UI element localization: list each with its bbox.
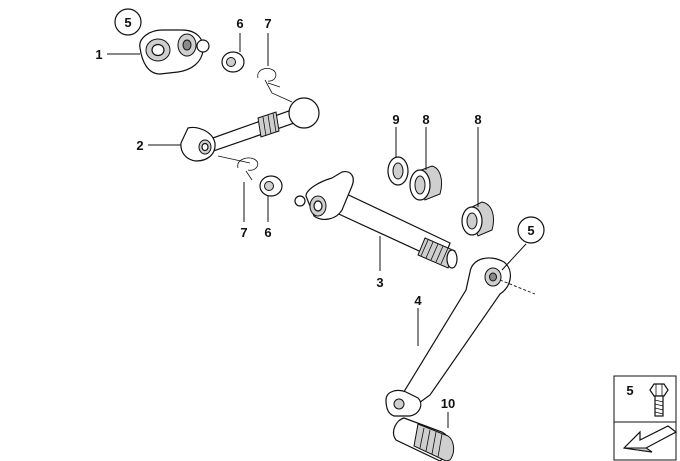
callout-6-top: 6 bbox=[236, 16, 243, 31]
callout-4: 4 bbox=[414, 293, 422, 308]
callout-5-right: 5 bbox=[527, 223, 534, 238]
ball-joint-upper bbox=[139, 29, 210, 75]
callout-3: 3 bbox=[376, 275, 383, 290]
shift-shaft bbox=[294, 171, 458, 269]
callout-10: 10 bbox=[441, 396, 455, 411]
washer-upper bbox=[221, 51, 245, 73]
bushing-8b bbox=[461, 201, 495, 237]
screw-icon bbox=[649, 383, 669, 417]
callout-5-circle-right bbox=[517, 216, 545, 244]
gear-shift-lever bbox=[385, 257, 536, 417]
callout-1: 1 bbox=[95, 47, 102, 62]
connecting-rod bbox=[180, 97, 320, 162]
callouts: 1 5 6 7 2 7 6 9 8 8 5 3 4 10 bbox=[95, 8, 545, 411]
spring-clip-lower bbox=[217, 155, 259, 181]
callout-9: 9 bbox=[392, 112, 399, 127]
callout-6-bottom: 6 bbox=[264, 225, 271, 240]
leader-lines bbox=[107, 33, 527, 428]
callout-7-top: 7 bbox=[264, 16, 271, 31]
callout-8-left: 8 bbox=[422, 112, 429, 127]
callout-5-top: 5 bbox=[124, 15, 131, 30]
washer-9 bbox=[387, 156, 409, 186]
foot-peg bbox=[392, 417, 455, 461]
callout-2: 2 bbox=[136, 138, 143, 153]
washer-lower bbox=[259, 175, 283, 197]
arrow-icon bbox=[622, 425, 678, 453]
legend-inset: 5 bbox=[613, 375, 678, 461]
legend-callout-5: 5 bbox=[626, 383, 633, 398]
callout-7-bottom: 7 bbox=[240, 225, 247, 240]
spring-clip-upper bbox=[257, 68, 293, 103]
bushing-8a bbox=[409, 165, 443, 201]
callout-5-circle-top bbox=[114, 8, 142, 36]
callout-8-right: 8 bbox=[474, 112, 481, 127]
